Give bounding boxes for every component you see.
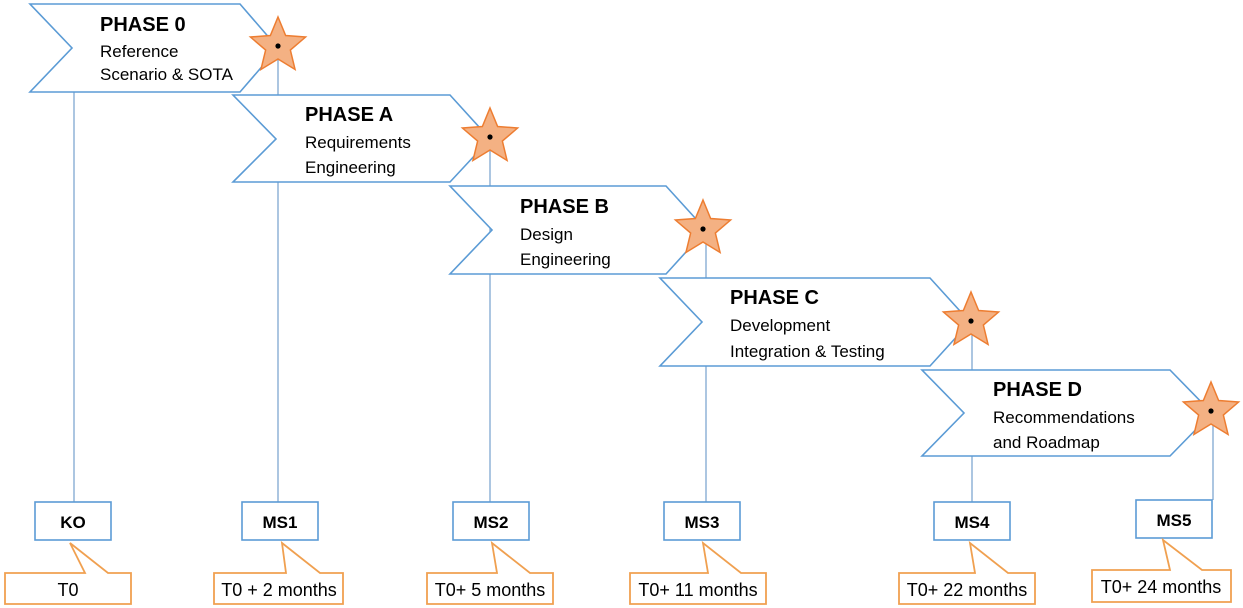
phase-chevron <box>920 369 1214 457</box>
time-callout-ms2: T0+ 5 months <box>426 540 554 605</box>
star-center-dot <box>968 318 974 324</box>
phase-title: PHASE A <box>305 104 393 126</box>
phase-line-1: Recommendations <box>993 408 1135 427</box>
star-icon <box>460 106 520 163</box>
milestone-box <box>34 501 112 541</box>
time-label: T0+ 11 months <box>638 580 757 600</box>
callout-shape <box>898 540 1036 605</box>
star-shape <box>1181 380 1241 437</box>
star-center-dot <box>487 134 493 140</box>
phase-line-1: Requirements <box>305 133 411 152</box>
milestone-label: MS4 <box>955 513 991 532</box>
phase-chevron <box>658 277 972 367</box>
phase-line-2: Integration & Testing <box>730 342 885 361</box>
time-callout-ms1: T0 + 2 months <box>213 540 344 605</box>
milestone-label: MS2 <box>474 513 509 532</box>
phase-line-2: Engineering <box>520 250 611 269</box>
phase-line-1: Reference <box>100 42 178 61</box>
star-center-dot <box>275 43 281 49</box>
time-label: T0+ 22 months <box>907 580 1028 600</box>
callout-shape <box>4 542 132 605</box>
time-label: T0+ 5 months <box>435 580 546 600</box>
phase-line-2: Scenario & SOTA <box>100 65 234 84</box>
callout-shape <box>213 540 344 605</box>
phase-title: PHASE B <box>520 196 609 218</box>
callout-shape <box>1091 537 1232 603</box>
phase-line-1: Development <box>730 316 830 335</box>
phase-title: PHASE D <box>993 379 1082 401</box>
star-icon <box>941 290 1001 347</box>
callout-shape <box>629 540 767 605</box>
phase-line-2: Engineering <box>305 158 396 177</box>
star-shape <box>460 106 520 163</box>
time-label: T0 + 2 months <box>221 580 337 600</box>
milestone-label: KO <box>60 513 86 532</box>
phase-b: PHASE B Design Engineering <box>448 185 708 275</box>
phase-a: PHASE A Requirements Engineering <box>231 94 492 183</box>
milestone-box <box>452 501 530 541</box>
star-shape <box>941 290 1001 347</box>
phase-title: PHASE 0 <box>100 14 186 36</box>
milestone-box <box>933 501 1011 541</box>
phase-title: PHASE C <box>730 287 819 309</box>
time-callout-ms5: T0+ 24 months <box>1091 537 1232 603</box>
star-shape <box>248 15 308 72</box>
milestone-label: MS1 <box>263 513 298 532</box>
milestone-ms4: MS4 <box>933 501 1011 541</box>
milestone-box <box>1135 499 1213 539</box>
star-center-dot <box>700 226 706 232</box>
time-callout-ms4: T0+ 22 months <box>898 540 1036 605</box>
milestone-ms1: MS1 <box>241 501 319 541</box>
milestone-ko: KO <box>34 501 112 541</box>
phase-0: PHASE 0 Reference Scenario & SOTA <box>28 3 280 93</box>
time-callout-ms3: T0+ 11 months <box>629 540 767 605</box>
callout-shape <box>426 540 554 605</box>
phase-d: PHASE D Recommendations and Roadmap <box>920 369 1214 457</box>
phase-chevron <box>448 185 708 275</box>
milestone-ms5: MS5 <box>1135 499 1213 539</box>
star-icon <box>248 15 308 72</box>
milestone-label: MS3 <box>685 513 720 532</box>
time-callout-ko: T0 <box>4 542 132 605</box>
milestone-stars <box>248 15 1241 437</box>
milestone-box <box>663 501 741 541</box>
star-shape <box>673 198 733 255</box>
phase-c: PHASE C Development Integration & Testin… <box>658 277 972 367</box>
phase-chevron <box>231 94 492 183</box>
star-center-dot <box>1208 408 1214 414</box>
milestone-ms2: MS2 <box>452 501 530 541</box>
phase-line-2: and Roadmap <box>993 433 1100 452</box>
milestone-label: MS5 <box>1157 511 1192 530</box>
time-label: T0 <box>57 580 78 600</box>
star-icon <box>673 198 733 255</box>
phase-chevron <box>28 3 280 93</box>
milestone-ms3: MS3 <box>663 501 741 541</box>
star-icon <box>1181 380 1241 437</box>
milestone-box <box>241 501 319 541</box>
time-label: T0+ 24 months <box>1101 577 1222 597</box>
phase-line-1: Design <box>520 225 573 244</box>
